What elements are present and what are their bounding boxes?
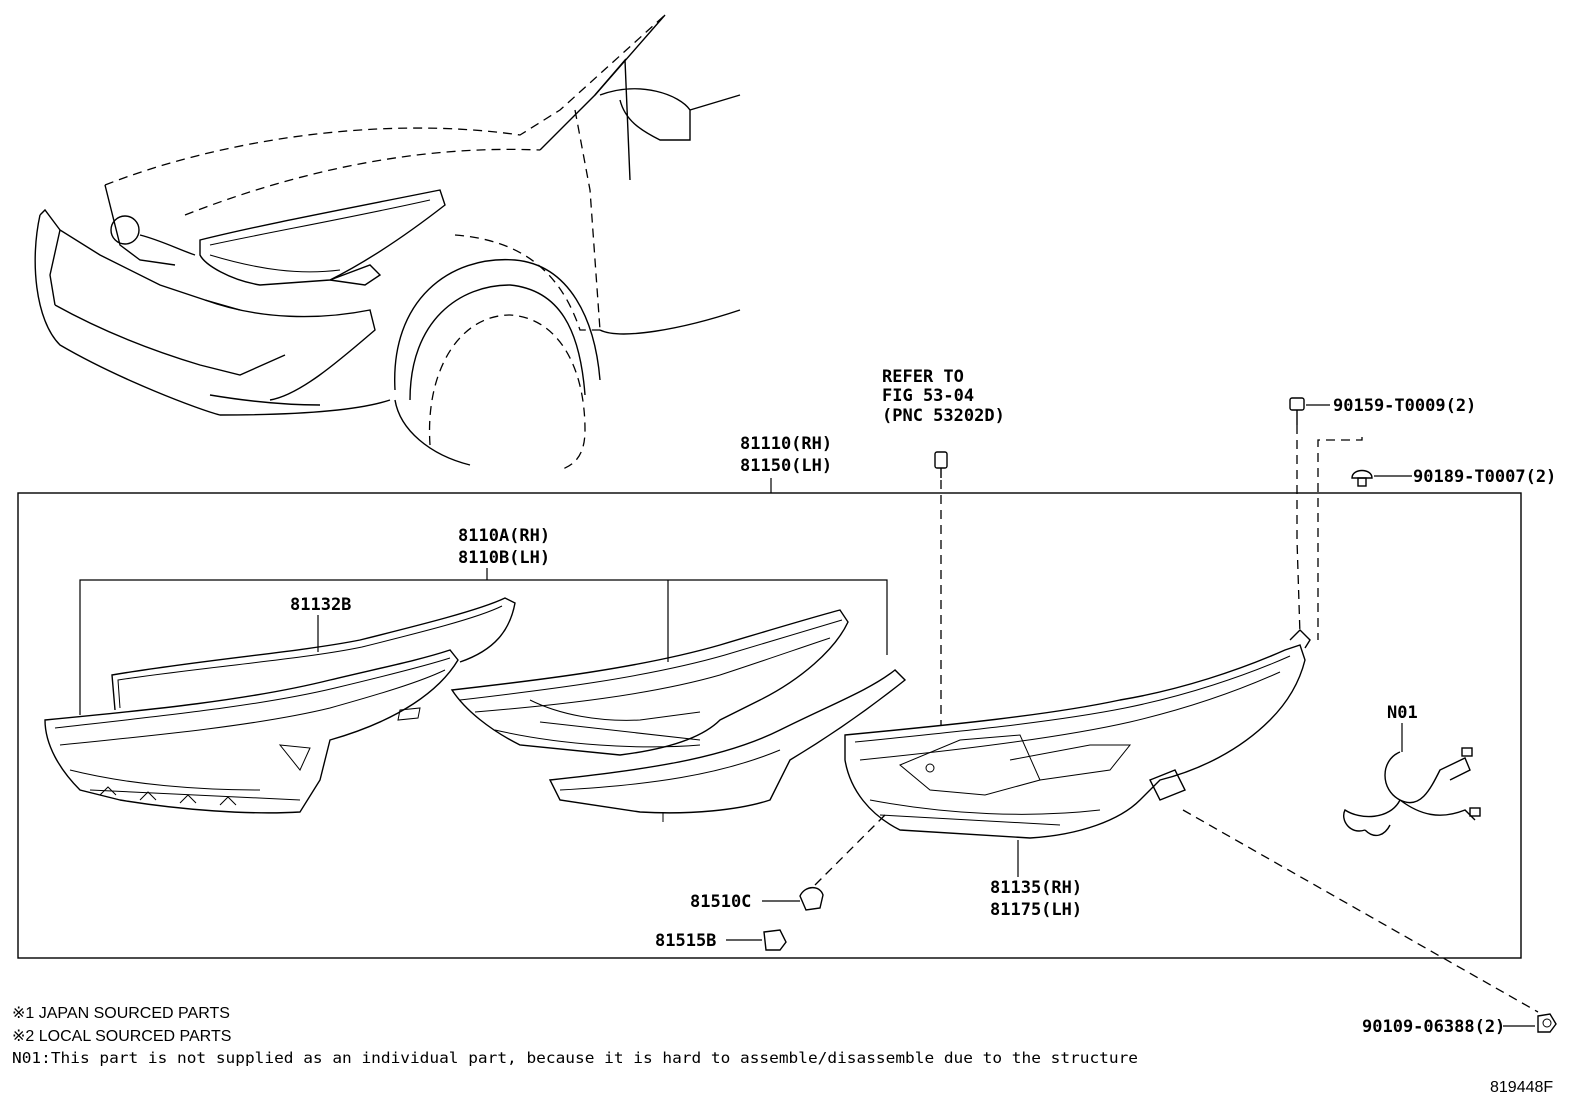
- assembly-rh-label: 81110(RH): [740, 434, 832, 454]
- socket-callout: 81515B: [655, 929, 787, 951]
- screw-top-label: 90159-T0009(2): [1333, 396, 1476, 416]
- gasket-callout: 81132B: [290, 595, 351, 652]
- screw-top-callout: 90159-T0009(2): [1289, 396, 1476, 425]
- note-japan-sourced: ※1 JAPAN SOURCED PARTS: [12, 1005, 230, 1022]
- housing-bracket-rh-label: 81135(RH): [990, 878, 1082, 898]
- bulb-icon: [799, 886, 824, 911]
- clip-label: 90189-T0007(2): [1413, 467, 1556, 487]
- footnotes: ※1 JAPAN SOURCED PARTS ※2 LOCAL SOURCED …: [12, 1005, 1138, 1067]
- lens-housing-callout: 8110A(RH) 8110B(LH): [79, 526, 888, 715]
- diagram-id: 819448F: [1490, 1079, 1553, 1096]
- wire-harness-icon: [1343, 747, 1481, 837]
- gasket-label: 81132B: [290, 595, 351, 615]
- assembly-lh-label: 81150(LH): [740, 456, 832, 476]
- wire-harness-callout: N01: [1343, 703, 1481, 837]
- clip-callout: 90189-T0007(2): [1351, 467, 1556, 487]
- headlamp-assembly-main: [844, 629, 1311, 839]
- lens-housing-lh-label: 8110B(LH): [458, 548, 550, 568]
- reference-line-3: (PNC 53202D): [882, 406, 1005, 426]
- wire-harness-label: N01: [1387, 703, 1418, 723]
- lens-housing-rh-label: 8110A(RH): [458, 526, 550, 546]
- reference-line-2: FIG 53-04: [882, 386, 974, 406]
- housing-bracket-callout: 81135(RH) 81175(LH): [990, 840, 1082, 920]
- note-local-sourced: ※2 LOCAL SOURCED PARTS: [12, 1028, 231, 1045]
- reference-bolt-icon: [934, 451, 948, 725]
- vehicle-front-illustration: [34, 14, 741, 471]
- reference-line-1: REFER TO: [882, 367, 964, 387]
- screw-icon-bottom: [1537, 1013, 1557, 1033]
- note-n01: N01:This part is not supplied as an indi…: [12, 1049, 1138, 1067]
- headlamp-lens-left: [44, 597, 516, 814]
- clip-icon: [1351, 469, 1373, 487]
- bulb-callout: 81510C: [690, 886, 824, 912]
- screw-bottom-label: 90109-06388(2): [1362, 1017, 1505, 1037]
- screw-bottom-callout: 90109-06388(2): [1362, 1013, 1557, 1037]
- reference-note: REFER TO FIG 53-04 (PNC 53202D): [882, 367, 1005, 426]
- assembly-boundary: [17, 492, 1522, 959]
- socket-label: 81515B: [655, 931, 716, 951]
- screw-icon: [1289, 397, 1305, 425]
- housing-bracket-lh-label: 81175(LH): [990, 900, 1082, 920]
- bulb-label: 81510C: [690, 892, 751, 912]
- assembly-callout: 81110(RH) 81150(LH): [17, 434, 1522, 959]
- exploded-leader-lines: [814, 425, 1539, 1013]
- headlamp-lens-middle: [450, 609, 907, 822]
- socket-icon: [763, 929, 787, 951]
